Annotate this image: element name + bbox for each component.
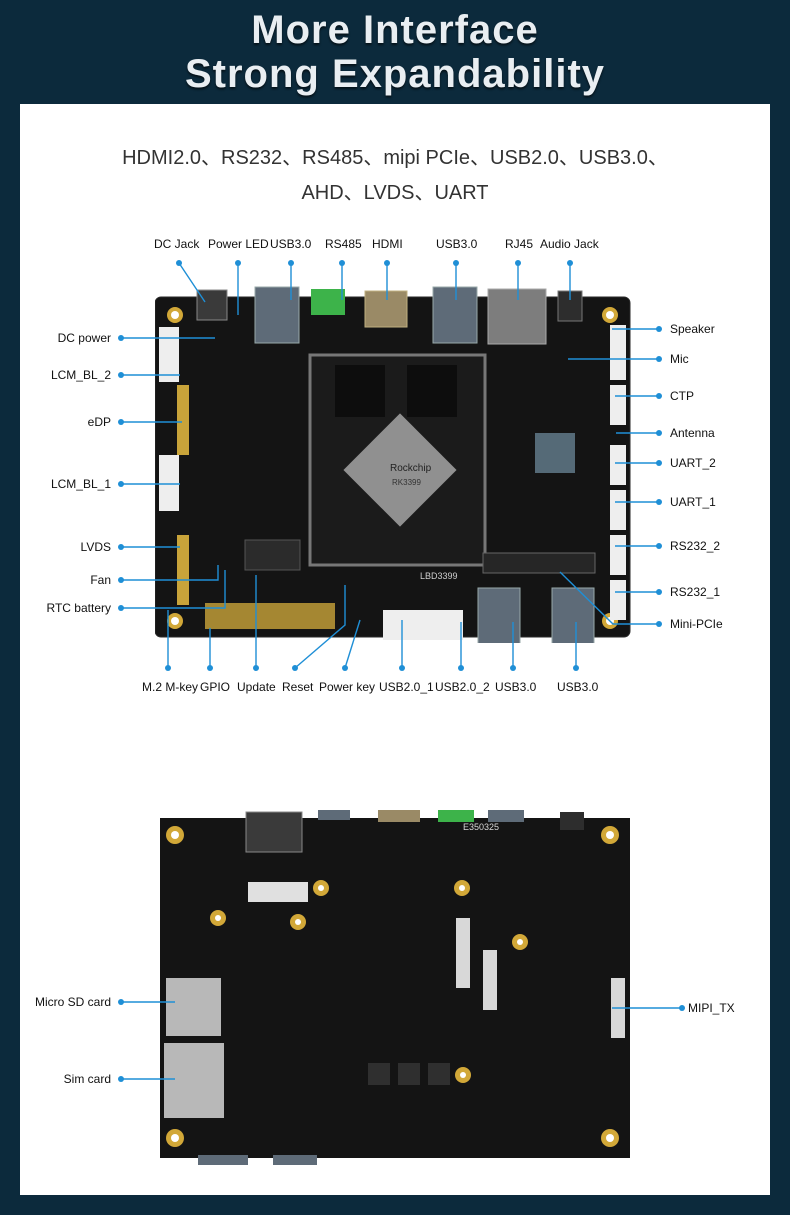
label-uart-2: UART_2 xyxy=(670,456,716,470)
label-rs232-2: RS232_2 xyxy=(670,539,721,553)
label-rj45: RJ45 xyxy=(505,237,534,251)
module-label: LBD3399 xyxy=(420,571,458,581)
label-speaker: Speaker xyxy=(670,322,715,336)
label-mini-pcie: Mini-PCIe xyxy=(670,617,723,631)
label-reset: Reset xyxy=(282,680,314,694)
label-lcm-bl-1: LCM_BL_1 xyxy=(50,477,111,491)
header-title-line2: Strong Expandability xyxy=(184,52,606,96)
chip-model: RK3399 xyxy=(392,478,421,487)
label-power-key: Power key xyxy=(319,680,376,694)
label-m2-mkey: M.2 M-key xyxy=(142,680,199,694)
back-board-image: E350325 xyxy=(160,810,630,1165)
label-uart-1: UART_1 xyxy=(670,495,716,509)
label-ctp: CTP xyxy=(670,389,694,403)
label-fan: Fan xyxy=(90,573,111,587)
label-mic: Mic xyxy=(670,352,689,366)
label-antenna: Antenna xyxy=(670,426,715,440)
header-title-line1: More Interface xyxy=(251,8,539,52)
label-update: Update xyxy=(237,680,276,694)
label-lcm-bl-2: LCM_BL_2 xyxy=(50,368,111,382)
back-code: E350325 xyxy=(463,822,499,832)
interface-list-line2: AHD、LVDS、UART xyxy=(301,182,489,204)
label-dc-power: DC power xyxy=(57,331,111,345)
front-board-image: Rockchip RK3399 LBD3399 xyxy=(155,286,631,643)
label-sim-card: Sim card xyxy=(63,1072,111,1086)
label-audio-jack: Audio Jack xyxy=(540,237,599,251)
label-usb3-top-right: USB3.0 xyxy=(436,237,478,251)
label-lvds: LVDS xyxy=(80,540,111,554)
label-usb3-bottom-right: USB3.0 xyxy=(557,680,599,694)
label-rs485: RS485 xyxy=(325,237,362,251)
label-usb2-1: USB2.0_1 xyxy=(379,680,434,694)
label-power-led: Power LED xyxy=(208,237,269,251)
label-usb3-bottom-left: USB3.0 xyxy=(495,680,537,694)
chip-brand: Rockchip xyxy=(390,463,432,474)
label-dc-jack: DC Jack xyxy=(154,237,200,251)
label-rs232-1: RS232_1 xyxy=(670,585,721,599)
label-rtc-battery: RTC battery xyxy=(46,601,111,615)
label-gpio: GPIO xyxy=(200,680,231,694)
label-hdmi: HDMI xyxy=(372,237,403,251)
label-usb2-2: USB2.0_2 xyxy=(435,680,490,694)
label-micro-sd-card: Micro SD card xyxy=(34,995,111,1009)
label-usb3-top-left: USB3.0 xyxy=(270,237,312,251)
label-mipi-tx: MIPI_TX xyxy=(688,1001,735,1015)
header-banner: More Interface Strong Expandability xyxy=(0,0,790,104)
interface-list-line1: HDMI2.0、RS232、RS485、mipi PCIe、USB2.0、USB… xyxy=(122,147,668,169)
label-edp: eDP xyxy=(87,415,111,429)
